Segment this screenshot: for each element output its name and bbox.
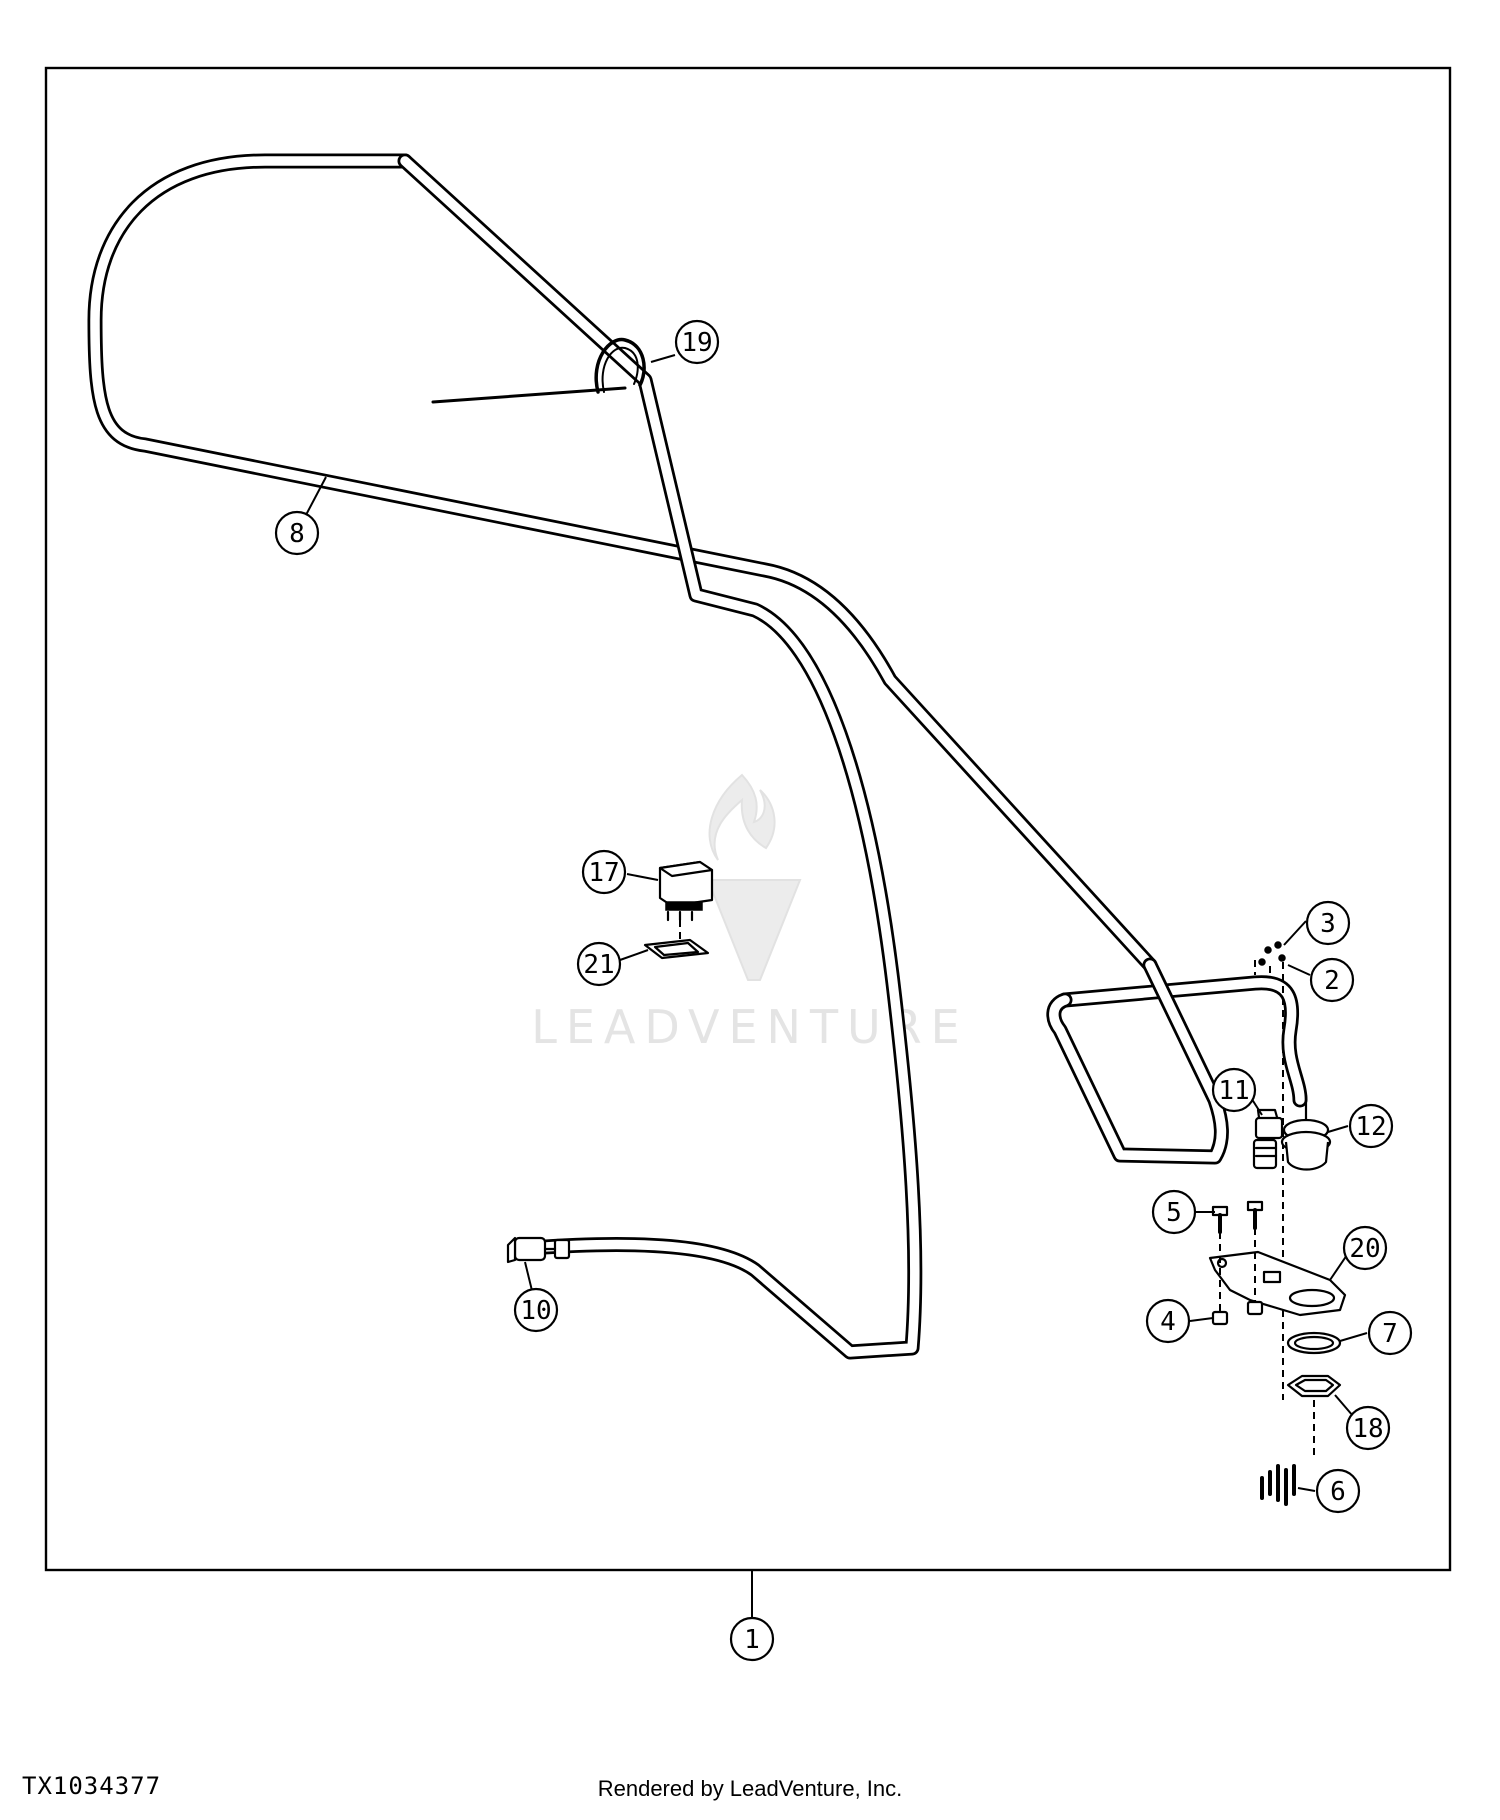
svg-text:20: 20 <box>1349 1234 1380 1264</box>
svg-text:10: 10 <box>520 1296 551 1326</box>
switch-17 <box>658 860 714 940</box>
svg-text:1: 1 <box>744 1625 760 1655</box>
drawing-frame <box>44 66 1452 1572</box>
connector-11 <box>1252 1108 1284 1170</box>
svg-text:18: 18 <box>1352 1414 1383 1444</box>
callout-19[interactable]: 19 <box>674 319 720 365</box>
callout-5[interactable]: 5 <box>1151 1189 1197 1235</box>
svg-text:2: 2 <box>1324 966 1340 996</box>
connector-12 <box>1280 1093 1332 1171</box>
screws-6 <box>1260 1464 1296 1506</box>
svg-text:4: 4 <box>1160 1307 1176 1337</box>
connector-10 <box>506 1236 571 1264</box>
svg-text:5: 5 <box>1166 1198 1182 1228</box>
svg-text:11: 11 <box>1218 1076 1249 1106</box>
svg-text:8: 8 <box>289 519 305 549</box>
callout-6[interactable]: 6 <box>1315 1468 1361 1514</box>
callout-8[interactable]: 8 <box>274 510 320 556</box>
watermark-flame-icon <box>708 773 776 861</box>
svg-text:3: 3 <box>1320 909 1336 939</box>
svg-text:17: 17 <box>588 858 619 888</box>
bracket-20 <box>1208 1250 1347 1317</box>
watermark-text: LEADVENTURE <box>531 1000 969 1054</box>
svg-text:19: 19 <box>681 328 712 358</box>
callout-7[interactable]: 7 <box>1367 1310 1413 1356</box>
svg-text:7: 7 <box>1382 1319 1398 1349</box>
credit-line: Rendered by LeadVenture, Inc. <box>597 1776 903 1801</box>
callout-1[interactable]: 1 <box>729 1616 775 1662</box>
clamp-18 <box>1286 1374 1342 1460</box>
svg-text:21: 21 <box>583 950 614 980</box>
svg-text:12: 12 <box>1355 1112 1386 1142</box>
callout-12[interactable]: 12 <box>1348 1103 1394 1149</box>
callout-10[interactable]: 10 <box>513 1287 559 1333</box>
callout-17[interactable]: 17 <box>581 849 627 895</box>
leaders <box>296 354 1368 1492</box>
callout-2[interactable]: 2 <box>1309 957 1355 1003</box>
bolts-5 <box>1211 1200 1264 1320</box>
callout-20[interactable]: 20 <box>1342 1225 1388 1271</box>
callout-11[interactable]: 11 <box>1211 1067 1257 1113</box>
gasket-7 <box>1286 1331 1342 1355</box>
hose-8 <box>87 153 1158 973</box>
svg-text:6: 6 <box>1330 1477 1346 1507</box>
callout-3[interactable]: 3 <box>1305 900 1351 946</box>
hose-main-run <box>397 153 923 1360</box>
nuts-4 <box>1211 1300 1264 1326</box>
hose-loop-right <box>1046 957 1308 1165</box>
watermark-v-icon <box>706 879 802 981</box>
screws-2-3 <box>1254 941 1286 1400</box>
figure-id: TX1034377 <box>22 1772 162 1800</box>
callout-21[interactable]: 21 <box>576 941 622 987</box>
gasket-21 <box>643 938 710 960</box>
watermark: LEADVENTURE <box>531 773 969 1054</box>
callout-18[interactable]: 18 <box>1345 1405 1391 1451</box>
callout-4[interactable]: 4 <box>1145 1298 1191 1344</box>
clamp-19 <box>431 337 646 404</box>
